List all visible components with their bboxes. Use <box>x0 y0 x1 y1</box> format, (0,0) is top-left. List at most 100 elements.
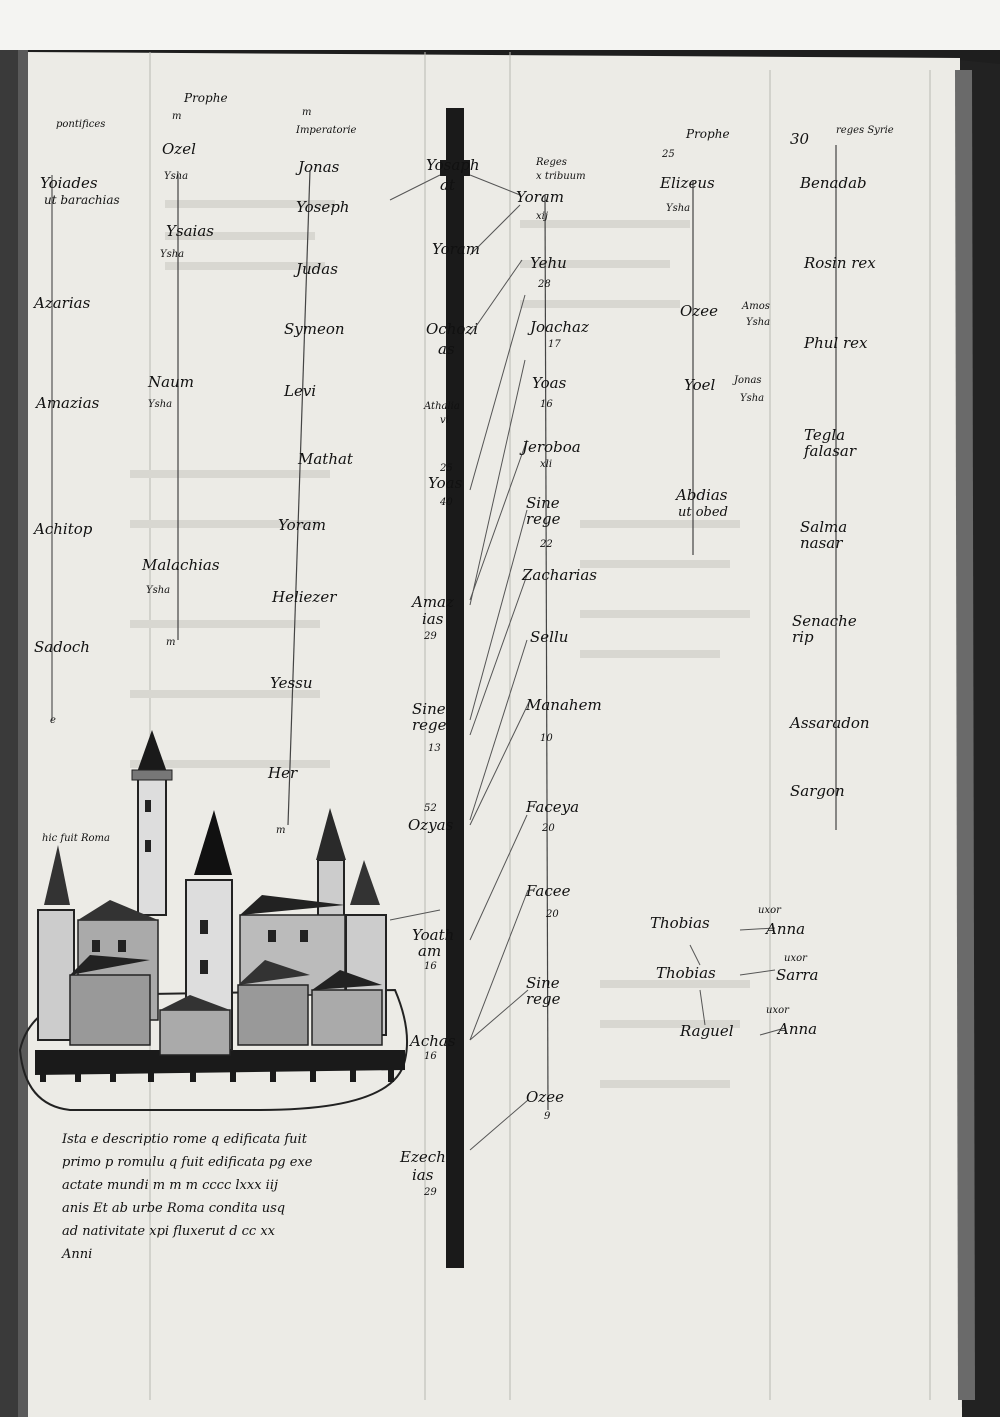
reign-number: 22 <box>540 539 553 550</box>
genealogy-name: Thobias <box>656 964 716 982</box>
reign-number: 20 <box>542 823 555 834</box>
interregnum-label: Sine rege <box>526 974 561 1008</box>
king-syria-name: Phul rex <box>804 334 868 352</box>
reign-number: 29 <box>424 631 437 642</box>
genealogy-name: Thobias <box>650 914 710 932</box>
king-judah-name: ias <box>422 610 444 628</box>
king-syria-name: Sargon <box>790 782 845 800</box>
pontifex-name: Yoiades <box>40 174 98 192</box>
prophet-sub: Ysha <box>666 203 691 214</box>
syria-header-number: 30 <box>790 130 810 148</box>
prophet-sub: Ysha <box>160 249 185 260</box>
imperator-name: Jonas <box>298 158 340 176</box>
king-syria-name: Rosin rex <box>804 254 876 272</box>
reign-number: 29 <box>424 1187 437 1198</box>
pontifex-name: Sadoch <box>34 638 90 656</box>
prophets-header: Prophe <box>184 91 228 105</box>
column-end-mark: m <box>276 825 286 836</box>
king-israel-name: Yehu <box>530 254 567 272</box>
illustration-label: hic fuit Roma <box>42 833 110 844</box>
king-judah-name: Achas <box>410 1032 456 1050</box>
king-israel-name: Sellu <box>530 628 569 646</box>
imperators-header: Imperatorie <box>296 125 357 136</box>
prophet-name: Yoel <box>684 376 716 394</box>
pontifices-header: pontifices <box>56 119 106 130</box>
king-israel-name: Joachaz <box>530 318 589 336</box>
prophet-sub: Ysha <box>164 171 189 182</box>
prophets-header-number: m <box>172 111 182 122</box>
king-judah-name: at <box>440 176 455 194</box>
reign-number: vi <box>440 415 449 426</box>
wife-label: uxor <box>758 905 781 916</box>
caption-line: anis Et ab urbe Roma condita usq <box>62 1201 286 1216</box>
reign-number: 16 <box>424 961 437 972</box>
column-end-mark: e <box>50 715 56 726</box>
king-israel-name: Facee <box>526 882 571 900</box>
prophet-name: Abdias <box>676 486 728 504</box>
king-syria-name: Assaradon <box>790 714 870 732</box>
genealogy-wife: Sarra <box>776 966 819 984</box>
reign-number: 52 <box>424 803 437 814</box>
prophet-sub: Ysha <box>148 399 173 410</box>
prophet-name: Naum <box>148 373 194 391</box>
caption-line: Anni <box>62 1247 93 1262</box>
reign-number: 40 <box>440 497 453 508</box>
king-judah-name: Yosaph <box>426 156 480 174</box>
king-israel-name: Manahem <box>526 696 602 714</box>
reign-number: 9 <box>544 1111 551 1122</box>
reign-number: 13 <box>428 743 441 754</box>
imperator-name: Heliezer <box>272 588 337 606</box>
reign-number: xli <box>540 459 553 470</box>
king-israel-name: Jeroboa <box>522 438 581 456</box>
king-israel-name: Faceya <box>526 798 580 816</box>
prophet-name: Ysaias <box>166 222 214 240</box>
prophet-name: Ozel <box>162 140 196 158</box>
reign-number: 17 <box>548 339 561 350</box>
rome-caption: Ista e descriptio rome q edificata fuit … <box>62 1128 402 1266</box>
king-syria-name: Senache rip <box>792 612 857 646</box>
reign-number: xij <box>536 211 548 222</box>
genealogy-wife: Anna <box>778 1020 818 1038</box>
imperator-name: Yessu <box>270 674 313 692</box>
pontifex-name: Amazias <box>36 394 100 412</box>
prophet-sub: Ysha <box>740 393 765 404</box>
king-judah-name: ias <box>412 1166 434 1184</box>
king-judah-name: am <box>418 942 442 960</box>
imperator-name: Her <box>268 764 298 782</box>
king-judah-name: Ozyas <box>408 816 454 834</box>
israel-header: Reges <box>536 157 567 168</box>
prophets-header: Prophe <box>686 127 730 141</box>
reign-number: 10 <box>540 733 553 744</box>
king-judah-name: Yoath <box>412 926 455 944</box>
genealogy-wife: Anna <box>766 920 806 938</box>
king-syria-name: Tegla falasar <box>804 426 857 460</box>
king-israel-name: Ozee <box>526 1088 564 1106</box>
prophet-sub: Ysha <box>746 317 771 328</box>
reign-number: 16 <box>540 399 553 410</box>
imperators-header-number: m <box>302 107 312 118</box>
king-israel-name: Yoas <box>532 374 567 392</box>
imperator-name: Mathat <box>298 450 353 468</box>
syria-header: reges Syrie <box>836 125 894 136</box>
imperator-name: Yoseph <box>296 198 350 216</box>
prophet-name: Amos <box>742 301 770 312</box>
prophet-name: Malachias <box>142 556 220 574</box>
king-judah-name: Yoram <box>432 240 480 258</box>
reign-number: 25 <box>440 463 453 474</box>
imperator-name: Yoram <box>278 516 326 534</box>
pontifex-name: Achitop <box>34 520 93 538</box>
reign-number: 16 <box>424 1051 437 1062</box>
king-judah-name: as <box>438 340 455 358</box>
column-end-mark: m <box>166 637 176 648</box>
imperator-name: Judas <box>296 260 338 278</box>
king-judah-name: Yoas <box>428 474 463 492</box>
wife-label: uxor <box>766 1005 789 1016</box>
king-judah-name: Amaz <box>412 593 454 611</box>
caption-line: primo p romulu q fuit edificata pg exe <box>62 1155 313 1170</box>
prophets-header-number: 25 <box>662 149 675 160</box>
king-judah-name: Ochozi <box>426 320 479 338</box>
king-israel-name: Yoram <box>516 188 564 206</box>
interregnum-label: Sine rege <box>412 700 447 734</box>
